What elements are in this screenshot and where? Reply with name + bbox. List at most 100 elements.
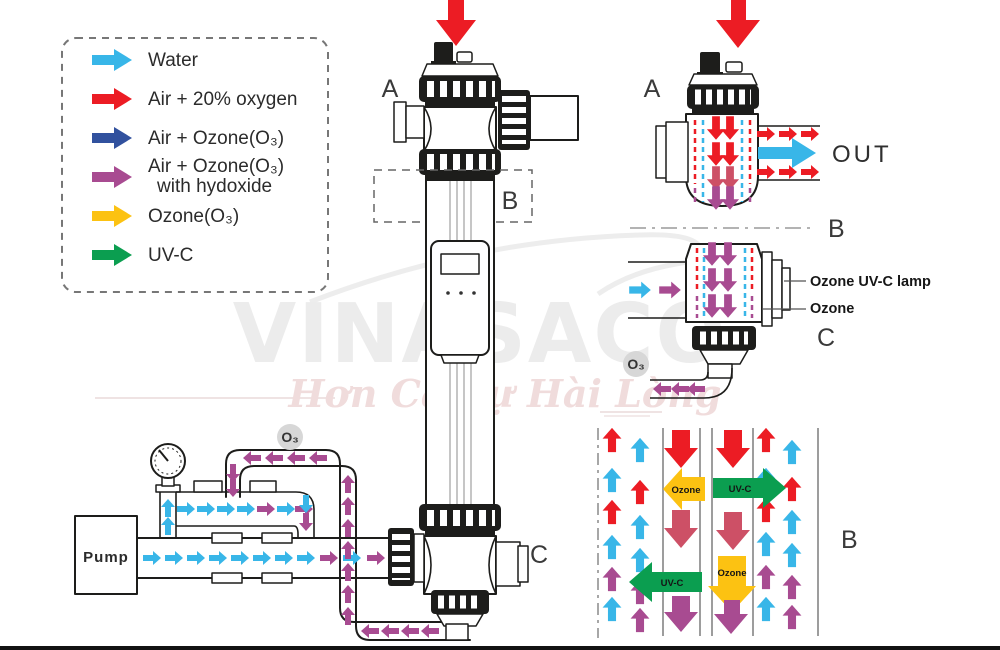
flow-arrow [143,551,161,565]
flow-arrow [341,607,355,625]
pump-box [74,515,138,595]
flow-arrow [756,427,776,453]
flow-arrow [367,551,385,565]
flow-arrow [275,551,293,565]
flow-arrow [801,165,819,179]
hydroxide-loop-up-arrows [341,475,355,625]
flow-arrow [343,551,361,565]
flow-arrow [782,509,802,535]
flow-arrow [421,624,439,638]
flow-arrow [602,596,622,622]
lamp-end [781,267,791,311]
hydroxide-down-arrow [664,596,698,632]
flow-arrow [197,502,215,516]
flow-arrow [653,382,671,396]
lamp-label: Ozone UV-C lamp [810,274,931,290]
flow-arrow [217,502,235,516]
main-label-c: C [530,541,548,569]
flow-arrow [161,517,175,535]
detail-b-section: Ozone UV-C UV-C Ozone B [597,427,858,638]
right-stub-flange [517,545,529,583]
flow-arrow [341,475,355,493]
flow-arrow [702,294,722,318]
flow-arrow [602,566,622,592]
flow-arrow [756,531,776,557]
flow-arrow [687,382,705,396]
legend-label-water: Water [148,50,199,71]
main-unit: A B C [373,0,579,641]
flow-arrow [341,585,355,603]
flow-arrow [209,551,227,565]
vent-nub [456,51,473,63]
venturi-fitting [249,480,277,493]
flow-arrow [720,186,740,210]
reducer [699,349,749,365]
legend-uvc-arrow-icon [92,244,132,266]
detail-b2-label: B [841,526,858,554]
flow-arrow [782,476,802,502]
legend-label-hydroxide-2: with hydoxide [156,176,272,197]
cap-plate [688,73,758,86]
flow-arrow [630,514,650,540]
water-up-arrows-gauge [161,499,175,535]
flow-arrow [287,451,305,465]
drain-elbow [445,623,469,641]
water-flow-arrows-bypass [177,502,295,516]
controller-dot [446,291,450,295]
ring-lip [425,531,495,536]
crimson-down-arrows [706,166,740,190]
hydroxide-down-arrows [706,186,740,210]
hydroxide-down-arrows-inject [226,464,313,531]
hydroxide-down-arrows [702,242,738,318]
crimson-down-arrow [664,510,698,548]
right-stub [495,541,521,587]
water-in-arrow [629,281,651,299]
flow-arrow [706,166,726,190]
inlet-air-arrow [436,0,476,46]
flow-arrow [226,479,240,497]
flow-arrow [782,604,802,630]
flow-arrow [243,451,261,465]
inlet-air-arrow [716,0,760,48]
uvc-right-arrow [713,468,786,508]
flow-arrow [602,534,622,560]
o3-badge-label: O₃ [281,429,298,445]
hydroxide-loop-left-arrows [243,451,439,638]
flow-arrow [299,495,313,513]
vent-nub [725,61,743,73]
bypass-elbow-inner [293,525,299,538]
hydroxide-flow-arrows-main [320,551,385,565]
crimson-down-arrow [716,512,750,550]
legend-label-air: Air + 20% oxygen [148,89,297,110]
hydroxide-gas-arrows [653,382,705,396]
legend-hydroxide-arrow-icon [92,166,132,188]
water-out-arrow [758,138,816,168]
flow-arrow [630,437,650,463]
ozone-arrow-label: Ozone [671,485,700,496]
detail-bc: Ozone UV-C lamp Ozone C O₃ [623,242,931,399]
controller-display [440,253,480,275]
detail-c-label: C [817,324,835,352]
out-label: OUT [832,141,892,168]
elbow-outer [703,367,733,399]
flow-arrow [629,281,651,299]
ozone-down-arrow [708,556,756,612]
flow-arrow [381,624,399,638]
left-port [665,121,689,183]
flow-arrow [602,427,622,453]
outlet-pipe-right [529,95,579,141]
flow-arrow [782,574,802,600]
main-label-a: A [382,75,399,103]
flow-arrow [253,551,271,565]
flow-arrow [720,166,740,190]
flow-arrow [299,513,313,531]
legend-box [61,37,329,293]
flow-arrow [630,479,650,505]
bottom-border [0,646,1000,650]
water-down-arrow-elbow [299,495,313,513]
legend: Water Air + 20% oxygen Air + Ozone(O₃) A… [61,37,329,293]
flow-arrow [341,563,355,581]
flow-arrow [756,497,776,523]
o3-badge [277,424,303,450]
